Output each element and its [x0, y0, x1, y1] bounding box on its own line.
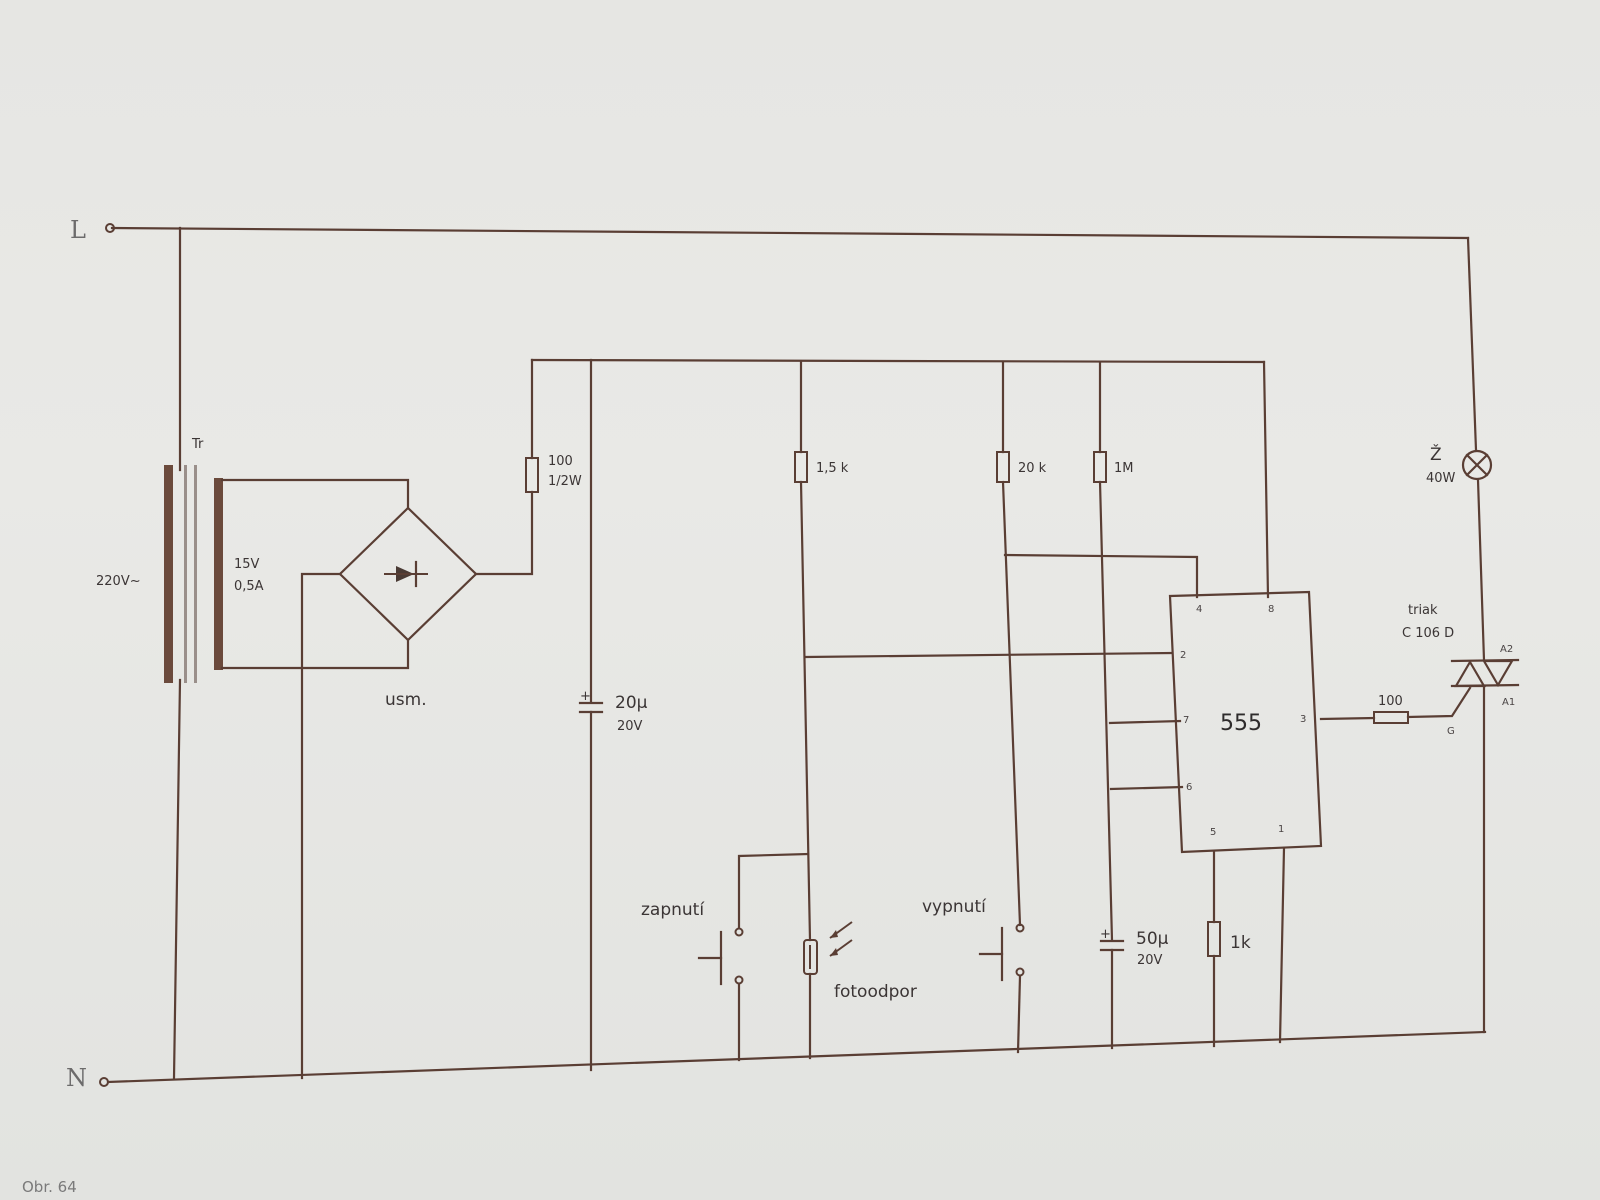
triac [1450, 658, 1520, 688]
ic-pin-7: 7 [1183, 715, 1189, 726]
resistor-timing-b-value: 1M [1114, 461, 1134, 476]
switch-off-label: vypnutí [922, 897, 987, 917]
neutral-rail [99, 1030, 1487, 1087]
ic-pin-6: 6 [1186, 782, 1192, 793]
triac-name: triak [1408, 603, 1438, 618]
resistor-timing-b [1093, 451, 1107, 483]
resistor-gate [1373, 711, 1409, 724]
resistor-photo-value: 1,5 k [816, 461, 849, 476]
lamp-power: 40W [1426, 471, 1456, 486]
resistor-supply-value: 100 [548, 454, 573, 469]
bridge-rectifier [338, 506, 478, 642]
photoresistor [803, 921, 853, 975]
ic-pin-4: 4 [1196, 604, 1202, 615]
triac-a2: A2 [1500, 644, 1513, 655]
capacitor-timing-value: 50µ [1136, 929, 1169, 949]
resistor-supply-power: 1/2W [548, 474, 582, 489]
ic-555-label: 555 [1220, 711, 1262, 736]
rectifier-label: usm. [385, 690, 427, 710]
triac-part: C 106 D [1402, 626, 1454, 641]
svg-text:+: + [1100, 927, 1111, 942]
resistor-photo [794, 451, 808, 483]
switch-off[interactable] [978, 923, 1025, 982]
capacitor-filter-value: 20µ [615, 693, 648, 713]
capacitor-filter [578, 701, 604, 714]
switch-on[interactable] [697, 927, 744, 986]
terminal-n-label: N [66, 1064, 87, 1092]
resistor-timing-a [996, 451, 1010, 483]
resistor-gate-value: 100 [1378, 694, 1403, 709]
capacitor-timing-voltage: 20V [1137, 953, 1163, 968]
switch-on-label: zapnutí [641, 900, 705, 920]
triac-gate: G [1447, 726, 1455, 737]
line-rail [105, 223, 1470, 240]
ic-pin-1: 1 [1278, 824, 1284, 835]
triac-a1: A1 [1502, 697, 1515, 708]
lamp [1461, 449, 1493, 481]
resistor-pin5 [1207, 921, 1221, 957]
capacitor-timing [1099, 939, 1125, 952]
capacitor-filter-voltage: 20V [617, 719, 643, 734]
figure-caption: Obr. 64 [22, 1178, 77, 1196]
svg-text:+: + [580, 689, 591, 704]
transformer-secondary-voltage: 15V [234, 557, 260, 572]
transformer [164, 465, 223, 683]
resistor-supply [525, 457, 539, 493]
transformer-name: Tr [191, 437, 204, 452]
transformer-primary-label: 220V~ [96, 574, 141, 589]
transformer-secondary-current: 0,5A [234, 579, 264, 594]
ic-pin-2: 2 [1180, 650, 1186, 661]
ic-pin-3: 3 [1300, 714, 1306, 725]
ic-pin-8: 8 [1268, 604, 1274, 615]
photoresistor-label: fotoodpor [834, 982, 917, 1002]
lamp-name: Ž [1430, 443, 1442, 465]
ic-555 [1168, 590, 1323, 854]
terminal-l-label: L [70, 216, 86, 244]
resistor-timing-a-value: 20 k [1018, 461, 1047, 476]
ic-pin-5: 5 [1210, 827, 1216, 838]
resistor-pin5-value: 1k [1230, 933, 1251, 953]
